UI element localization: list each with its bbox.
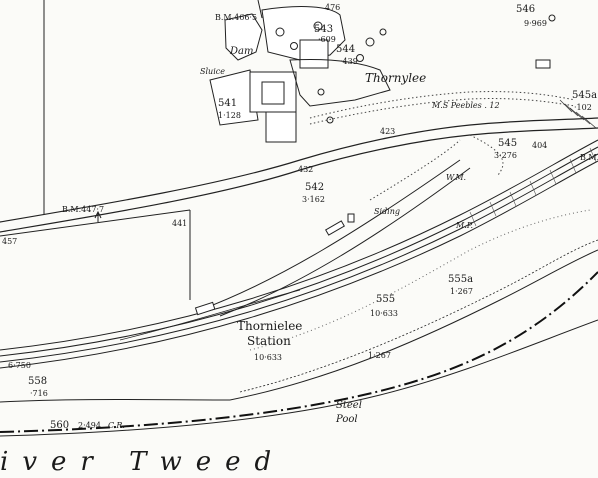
area-6750: 6·750 [8, 361, 31, 370]
bm-447-label: B.M.447·7 [62, 205, 104, 214]
level-404: 404 [532, 141, 547, 150]
farm-buildings [209, 6, 551, 143]
footpath [309, 91, 576, 201]
milestone-label: M.S Peebles . 12 [431, 101, 500, 110]
area-555a: 1·267 [450, 287, 473, 296]
railway-ties [469, 147, 597, 227]
area-543: ·609 [318, 35, 336, 44]
field-boundaries [0, 0, 263, 300]
parcel-542: 542 [305, 182, 324, 193]
parcel-545: 545 [498, 138, 517, 149]
area-station: 10·633 [254, 353, 282, 362]
parcel-558: 558 [28, 376, 47, 387]
area-541: 1·128 [218, 111, 241, 120]
station-buildings [194, 213, 355, 316]
parcel-541: 541 [218, 98, 237, 109]
weighing-machine-label: W.M. [446, 173, 466, 182]
parcel-545a: 545a [572, 90, 597, 101]
boundary-line [0, 271, 598, 433]
riverbed-dots [249, 209, 591, 351]
bm-466-label: B.M.466·5 [215, 13, 257, 22]
river-name: iver Tweed [0, 447, 285, 477]
main-road [0, 117, 598, 233]
parcel-560: 560 [50, 420, 69, 431]
trees [275, 14, 556, 124]
parcel-555a: 555a [448, 274, 473, 285]
area-545a: ·102 [574, 103, 592, 112]
area-545: 3·276 [494, 151, 517, 160]
level-441: 441 [172, 219, 187, 228]
parcel-546: 546 [516, 4, 535, 15]
embankment [559, 99, 597, 129]
area-560: 2·494 [78, 421, 101, 430]
dam-label: Dam [229, 46, 253, 57]
level-476: 476 [325, 3, 340, 12]
level-423: 423 [380, 127, 395, 136]
mile-post-label: M.P. [455, 221, 473, 230]
area-546: 9·969 [524, 19, 547, 28]
sluice-label: Sluice [200, 67, 225, 76]
area-555: 10·633 [370, 309, 398, 318]
area-1267: 1·267 [368, 351, 391, 360]
station-name: Thornielee [237, 319, 302, 333]
siding-label: Siding [374, 207, 400, 216]
area-544: ·439 [340, 57, 358, 66]
station-word: Station [247, 334, 291, 348]
place-name-thornylee: Thornylee [365, 71, 426, 85]
steel-label: Steel [336, 400, 362, 411]
railway [0, 139, 598, 369]
parcel-544: 544 [336, 44, 355, 55]
parcel-543: 543 [314, 24, 333, 35]
level-457: 457 [2, 237, 17, 246]
bm-arrows [94, 210, 102, 222]
level-432: 432 [298, 165, 313, 174]
area-542: 3·162 [302, 195, 325, 204]
river-banks [0, 239, 598, 437]
bm-right-label: B.M. [580, 153, 598, 162]
parcel-555: 555 [376, 294, 395, 305]
county-boundary-cr: C.R. [108, 421, 125, 430]
pool-label: Pool [335, 414, 358, 425]
area-558: ·716 [30, 389, 48, 398]
